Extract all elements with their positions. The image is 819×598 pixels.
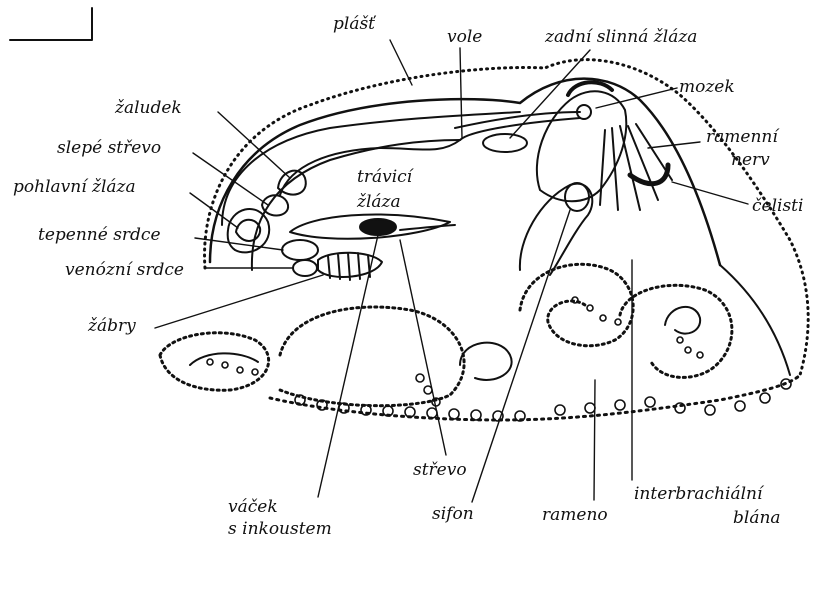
label-slepe-strevo: slepé střevo — [57, 138, 161, 158]
label-zadni-slinna-zlaza: zadní slinná žláza — [545, 27, 697, 47]
leader-lines — [155, 40, 748, 502]
salivary-gland — [483, 134, 527, 152]
label-sifon: sifon — [432, 504, 474, 524]
label-rameno: rameno — [542, 505, 608, 525]
arm-curl-1 — [280, 307, 464, 406]
corner-mark — [10, 8, 92, 40]
ink-sac — [360, 219, 396, 235]
stomach — [278, 171, 306, 195]
siphon-tip — [565, 183, 589, 211]
label-celisti: čelisti — [752, 196, 803, 216]
caecum — [262, 195, 288, 215]
label-strevo: střevo — [413, 460, 467, 480]
label-blana: blána — [733, 508, 781, 528]
label-venozni-srdce: venózní srdce — [65, 260, 184, 280]
brachial-nerves — [600, 124, 672, 210]
label-nerv: nerv — [731, 150, 770, 170]
mantle-outline — [205, 60, 809, 375]
label-vacek: váček — [228, 497, 278, 517]
label-zaludek: žaludek — [115, 98, 182, 118]
systemic-heart — [282, 240, 318, 260]
label-travici: trávicí — [357, 167, 412, 187]
label-ramenni: ramenní — [706, 127, 778, 147]
label-pohlavni-zlaza: pohlavní žláza — [13, 177, 136, 197]
label-interbrachialni: interbrachiální — [634, 484, 762, 504]
label-zlaza: žláza — [357, 192, 401, 212]
label-zabry: žábry — [88, 316, 136, 336]
arm-curl-3 — [520, 264, 633, 345]
arm-curl-5 — [665, 307, 700, 334]
arm-curl-2 — [460, 343, 512, 380]
jaw — [630, 165, 668, 184]
arm-bottom — [270, 375, 800, 420]
label-s-inkoustem: s inkoustem — [228, 519, 332, 539]
arm-left — [160, 333, 269, 390]
label-vole: vole — [447, 27, 482, 47]
label-mozek: mozek — [679, 77, 735, 97]
label-tepenne-srdce: tepenné srdce — [38, 225, 161, 245]
mantle-inner — [210, 79, 720, 265]
branchial-heart — [293, 260, 317, 276]
label-plast: plášť — [333, 14, 375, 34]
arm-left-inner — [190, 353, 258, 365]
siphon — [520, 184, 592, 275]
